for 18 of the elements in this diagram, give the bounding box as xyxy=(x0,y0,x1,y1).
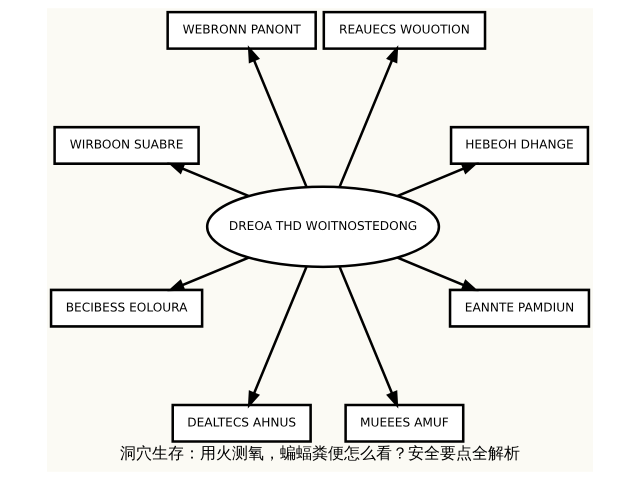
node-box: REAUECS WOUOTION xyxy=(322,10,486,50)
arrow xyxy=(338,266,398,408)
arrow xyxy=(167,256,250,292)
arrow xyxy=(396,162,479,198)
node-box: HEBEOH DHANGE xyxy=(450,126,590,165)
node-box: BECIBESS EOLOURA xyxy=(50,288,204,328)
arrow xyxy=(167,162,250,198)
node-box: WEBRONN PANONT xyxy=(166,10,317,50)
node-box: MUEEES AMUF xyxy=(344,404,464,443)
arrow xyxy=(396,256,479,292)
arrow xyxy=(338,45,398,188)
node-box: EANNTE PAMDIUN xyxy=(448,288,590,328)
node-ellipse: DREOA THD WOITNOSTEDONG xyxy=(206,186,440,268)
arrow xyxy=(248,45,308,188)
diagram-title: 洞穴生存：用火测氧，蝙蝠粪便怎么看？安全要点全解析 xyxy=(120,444,520,463)
arrow xyxy=(248,266,308,408)
node-box: WIRBOON SUABRE xyxy=(53,126,200,165)
node-box: DEALTECS AHNUS xyxy=(171,404,312,443)
